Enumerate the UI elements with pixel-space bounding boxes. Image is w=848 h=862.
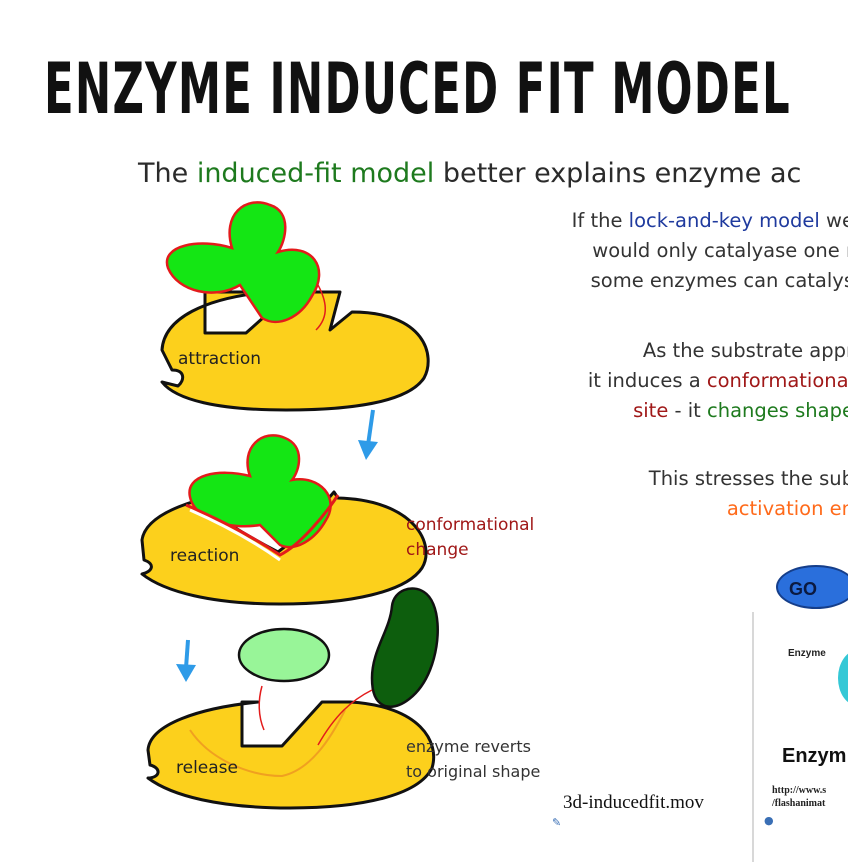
preview-enzyme-label: Enzyme [788,648,826,659]
para1-line1: If the lock-and-key model we [571,209,848,232]
attachment-icon: ✎ [552,816,562,829]
para3-line1: This stresses the sub [648,467,848,490]
arrow-down-2 [176,639,196,682]
paragraph-conformational: As the substrate appr it induces a confo… [588,336,848,426]
para2-line1: As the substrate appr [642,339,848,362]
preview-enzyme-shape [838,650,848,706]
label-reaction: reaction [170,546,239,566]
preview-url[interactable]: http://www.s /flashanimat [772,785,827,809]
go-button[interactable]: GO [776,565,848,609]
page-title: ENZYME INDUCED FIT MODEL [44,48,791,130]
animation-preview-panel [752,612,848,862]
induced-fit-highlight: induced-fit model [196,158,435,189]
arrow-down-1 [358,409,378,460]
label-attraction: attraction [178,349,261,369]
globe-icon: ● [764,814,774,827]
para1-line2: would only catalyase one r [592,239,848,262]
conformational-change-label: conformational change [406,515,535,560]
enzyme-reverts-label: enzyme reverts to original shape [406,737,541,781]
conformational-highlight: conformational [706,369,848,392]
para2-line2: it induces a conformational [588,366,848,396]
paragraph-lock-and-key: If the lock-and-key model we would only … [572,206,848,296]
lock-and-key-highlight: lock-and-key model [628,209,820,232]
enzyme-body-release [146,700,436,810]
stage-attraction [160,201,430,412]
stage-reaction [140,434,428,606]
paragraph-activation: This stresses the sub activation en [649,464,848,524]
product-dark [370,587,439,708]
movie-file-link[interactable]: 3d-inducedfit.mov [563,792,704,813]
substrate-attraction [165,201,321,324]
subtitle: The induced-fit model better explains en… [138,158,802,189]
product-light [237,627,331,683]
para2-line3: site - it changes shape [633,399,848,422]
substrate-reaction [188,434,332,549]
preview-heading: Enzym [782,745,847,767]
stage-release [146,587,439,810]
label-release: release [176,758,238,778]
para3-line2: activation en [726,497,848,520]
para1-line3: some enzymes can catalys [590,269,848,292]
induced-fit-diagram: attraction reaction release [140,201,439,810]
